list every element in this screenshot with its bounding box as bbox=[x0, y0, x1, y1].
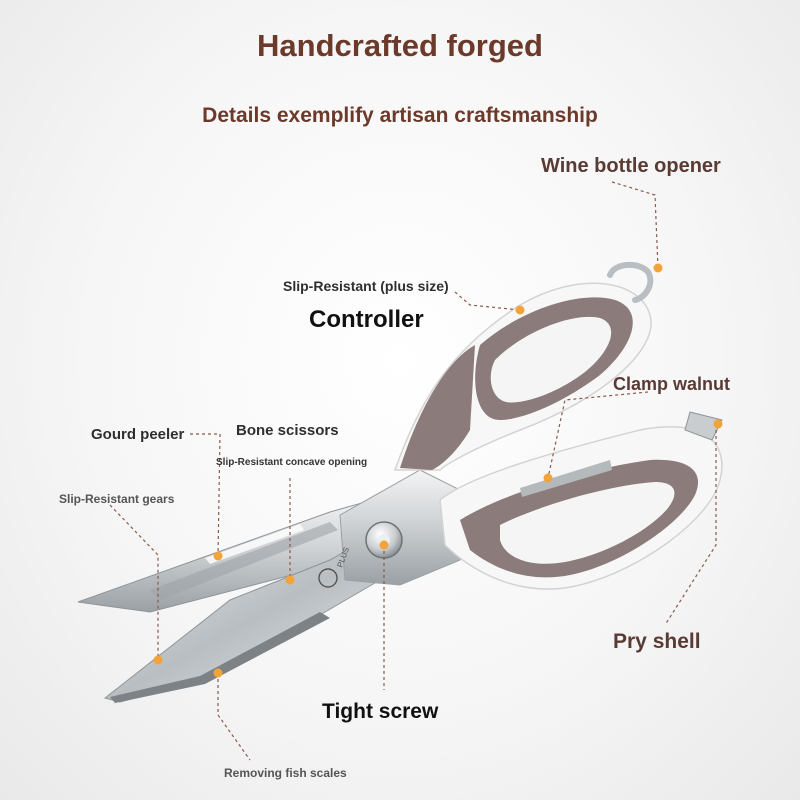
dot-pry-shell bbox=[713, 419, 723, 429]
page-title: Handcrafted forged bbox=[257, 28, 543, 63]
leader-gears bbox=[109, 504, 159, 660]
concave-opening-label: Slip-Resistant concave opening bbox=[216, 457, 368, 468]
page-subtitle: Details exemplify artisan craftsmanship bbox=[202, 104, 598, 127]
brand-logo bbox=[318, 568, 338, 588]
dot-fish-scales bbox=[213, 668, 223, 678]
leader-pry-shell bbox=[664, 424, 717, 626]
pivot-plate: PLUS bbox=[318, 469, 471, 588]
leader-gourd-peeler bbox=[190, 433, 221, 557]
lower-handle bbox=[439, 411, 723, 590]
dot-wine-opener bbox=[653, 263, 663, 273]
leader-lines bbox=[109, 181, 717, 761]
leader-wine-opener bbox=[611, 181, 659, 269]
tight-screw-label: Tight screw bbox=[322, 700, 439, 723]
dot-clamp-walnut bbox=[543, 473, 553, 483]
wine-opener-hook bbox=[607, 261, 654, 303]
leader-slip-resistant-plus bbox=[454, 291, 521, 311]
walnut-clamp bbox=[520, 460, 612, 497]
gourd-peeler-label: Gourd peeler bbox=[91, 426, 185, 443]
slip-resistant-plus-label: Slip-Resistant (plus size) bbox=[283, 278, 449, 294]
clamp-walnut-label: Clamp walnut bbox=[613, 374, 731, 394]
removing-fish-scales-label: Removing fish scales bbox=[224, 766, 347, 780]
dot-gourd-peeler bbox=[213, 551, 223, 561]
pry-tip bbox=[684, 411, 723, 441]
leader-fish-scales bbox=[217, 673, 251, 761]
dot-slip-resistant-plus bbox=[515, 305, 525, 315]
upper-handle bbox=[393, 282, 652, 471]
dot-tight-screw bbox=[379, 540, 389, 550]
slip-resistant-gears-label: Slip-Resistant gears bbox=[59, 492, 175, 506]
controller-label: Controller bbox=[309, 306, 424, 333]
bone-scissors-label: Bone scissors bbox=[236, 422, 339, 439]
dot-concave-opening bbox=[285, 575, 295, 585]
callout-dots bbox=[153, 263, 723, 678]
pry-shell-label: Pry shell bbox=[613, 630, 701, 653]
wine-bottle-opener-label: Wine bottle opener bbox=[541, 155, 721, 177]
dot-gears bbox=[153, 655, 163, 665]
